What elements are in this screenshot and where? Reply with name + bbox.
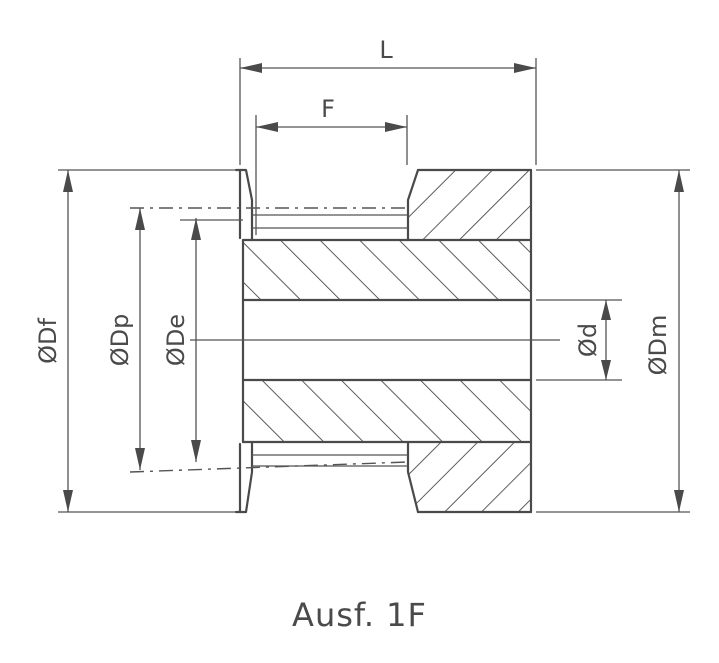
hatched-sections <box>243 170 531 512</box>
dimension-Dm: ØDm <box>644 170 684 512</box>
dim-label-F: F <box>321 95 335 123</box>
dim-label-L: L <box>379 36 393 64</box>
dimension-F: F <box>256 95 407 132</box>
lower-collar-hatch <box>408 442 531 512</box>
lower-hub-hatch <box>243 380 531 442</box>
dimension-De: ØDe <box>162 218 201 462</box>
upper-collar-hatch <box>408 170 531 240</box>
dimension-Dp: ØDp <box>106 208 145 470</box>
extension-lines <box>58 58 690 513</box>
upper-hub-hatch <box>243 240 531 300</box>
dim-label-De: ØDe <box>162 314 190 366</box>
dim-label-Dm: ØDm <box>644 315 672 376</box>
drawing-caption: Ausf. 1F <box>292 596 427 634</box>
pitch-line-lower <box>129 461 409 473</box>
dim-label-d: Ød <box>574 323 602 357</box>
dim-label-Dp: ØDp <box>106 314 134 367</box>
center-lines <box>129 207 560 473</box>
dimension-L: L <box>240 36 536 73</box>
part-outline <box>234 168 533 514</box>
dimension-Df: ØDf <box>34 170 73 512</box>
dimension-d: Ød <box>574 300 611 380</box>
dim-label-Df: ØDf <box>34 318 62 364</box>
